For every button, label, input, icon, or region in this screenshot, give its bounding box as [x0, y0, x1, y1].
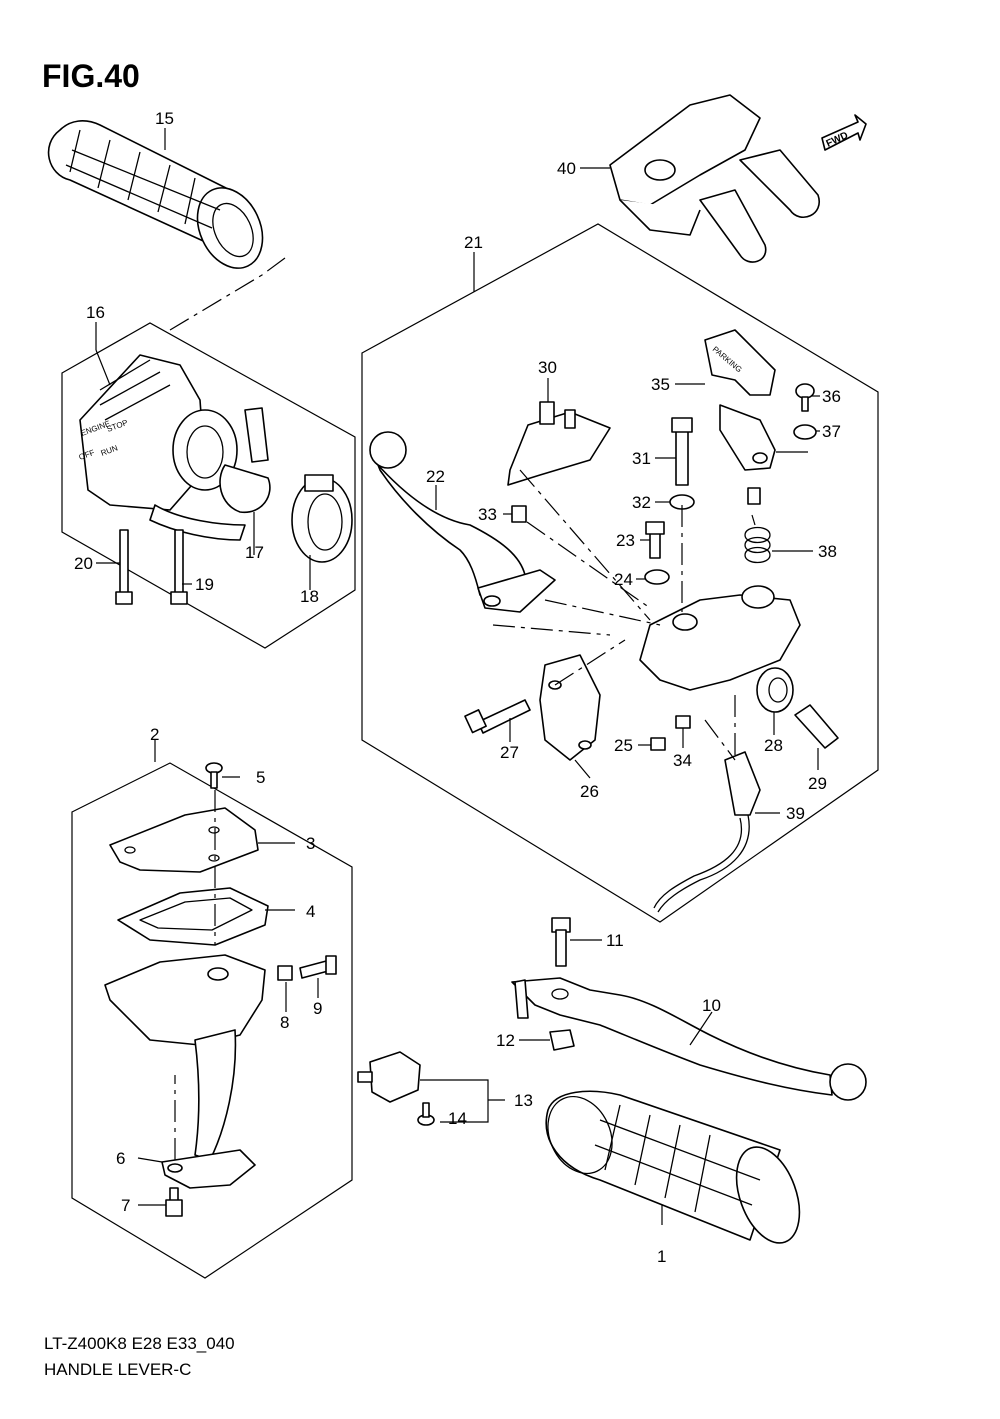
- callout-4: 4: [306, 902, 315, 921]
- cover-3-part: [109, 807, 259, 873]
- switch-13-part: [357, 1051, 421, 1103]
- callout-35: 35: [651, 375, 670, 394]
- pin-11-part: [551, 917, 571, 967]
- callout-1: 1: [657, 1247, 666, 1266]
- callout-18: 18: [300, 587, 319, 606]
- part-29: [794, 704, 839, 749]
- callout-16: 16: [86, 303, 105, 322]
- bracket-35-part: PARKING: [704, 329, 776, 471]
- callout-12: 12: [496, 1031, 515, 1050]
- callout-25: 25: [614, 736, 633, 755]
- clutch-lever-part: [369, 431, 556, 613]
- bolt-31-part: [671, 417, 693, 486]
- switch-housing-part: ENGINE STOP OFF RUN: [78, 354, 246, 541]
- fwd-arrow: FWD: [821, 114, 867, 151]
- callout-20: 20: [74, 554, 93, 573]
- callout-7: 7: [121, 1196, 130, 1215]
- callout-9: 9: [313, 999, 322, 1018]
- callout-24: 24: [614, 570, 633, 589]
- callout-38: 38: [818, 542, 837, 561]
- screw-14-part: [417, 1102, 435, 1126]
- figure-title: FIG.40: [42, 58, 140, 94]
- throttle-ring-part: [219, 407, 271, 513]
- fwd-label: FWD: [825, 130, 850, 150]
- bolt-7-part: [165, 1187, 183, 1217]
- nut-12-part: [549, 1029, 575, 1051]
- switch-39-part: [653, 751, 761, 913]
- throttle-housing-part: [104, 954, 266, 1161]
- callout-14: 14: [448, 1109, 467, 1128]
- group-frame-2: [71, 762, 353, 1279]
- callout-6: 6: [116, 1149, 125, 1168]
- nut-25: [650, 737, 666, 751]
- callout-27: 27: [500, 743, 519, 762]
- spring-38-part: [744, 514, 771, 564]
- callout-30: 30: [538, 358, 557, 377]
- figure-name: HANDLE LEVER-C: [44, 1360, 192, 1379]
- callout-39: 39: [786, 804, 805, 823]
- callout-19: 19: [195, 575, 214, 594]
- callout-3: 3: [306, 834, 315, 853]
- callout-2: 2: [150, 725, 159, 744]
- screw-small-35: [747, 487, 761, 505]
- group-frame-16: [61, 322, 356, 649]
- screws-19-20: [115, 529, 188, 605]
- brake-lever-part: [511, 977, 867, 1101]
- screw-5-part: [205, 762, 223, 789]
- callout-34: 34: [673, 751, 692, 770]
- pin-23-part: [645, 521, 665, 559]
- bracket-30-part: [507, 401, 611, 486]
- callout-31: 31: [632, 449, 651, 468]
- callout-13: 13: [514, 1091, 533, 1110]
- washer-37: [793, 424, 817, 440]
- master-cylinder-part: [609, 94, 821, 263]
- callout-10: 10: [702, 996, 721, 1015]
- callout-23: 23: [616, 531, 635, 550]
- part-28: [756, 667, 794, 713]
- callout-22: 22: [426, 467, 445, 486]
- callout-15: 15: [155, 109, 174, 128]
- nut-8: [277, 965, 293, 981]
- screw-36-part: [795, 383, 815, 412]
- model-code: LT-Z400K8 E28 E33_040: [44, 1334, 235, 1353]
- grip-left-part: [47, 120, 264, 269]
- callout-5: 5: [256, 768, 265, 787]
- group-frame-21: [361, 223, 879, 923]
- callout-21: 21: [464, 233, 483, 252]
- callout-labels: 15 16 17 18 19 20 40 21 30 35 36 37 31 3…: [74, 109, 841, 1266]
- callout-11: 11: [606, 931, 624, 950]
- bolt-27-part: [464, 699, 531, 734]
- lever-bracket-body: [639, 585, 801, 691]
- callout-28: 28: [764, 736, 783, 755]
- callout-17: 17: [245, 543, 264, 562]
- callout-32: 32: [632, 493, 651, 512]
- grip-right-part: [545, 1090, 801, 1244]
- callout-33: 33: [478, 505, 497, 524]
- bolt-9-part: [299, 955, 337, 979]
- callout-37: 37: [822, 422, 841, 441]
- leader-lines: [95, 128, 820, 1225]
- washer-24: [644, 569, 670, 585]
- callout-26: 26: [580, 782, 599, 801]
- clamp-26-part: [539, 654, 601, 761]
- callout-8: 8: [280, 1013, 289, 1032]
- bracket-6-part: [161, 1149, 256, 1189]
- part-33: [511, 505, 527, 523]
- callout-36: 36: [822, 387, 841, 406]
- callout-40: 40: [557, 159, 576, 178]
- clamp-ring-part: [291, 474, 353, 563]
- callout-29: 29: [808, 774, 827, 793]
- nut-34: [675, 715, 691, 729]
- gasket-4-part: [117, 887, 269, 946]
